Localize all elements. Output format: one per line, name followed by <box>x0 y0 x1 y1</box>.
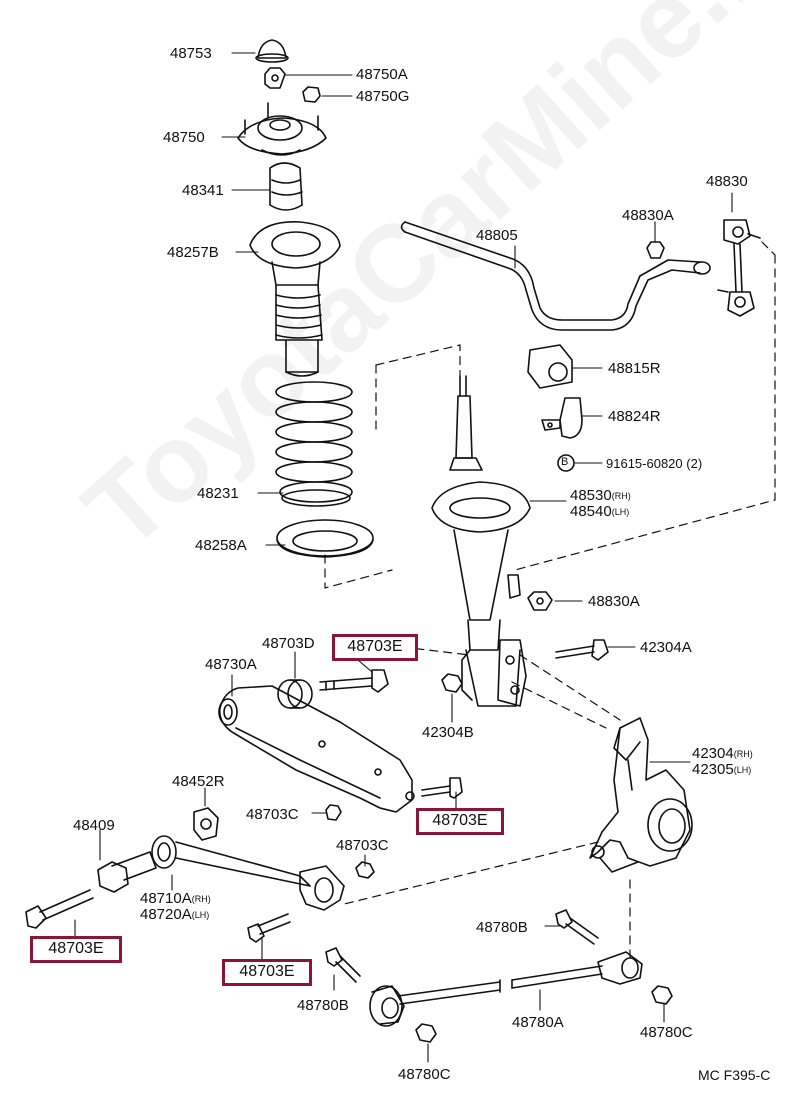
lateral-arm-48710A <box>151 835 345 911</box>
lower-spring-insulator <box>276 519 374 558</box>
bushing-48703D <box>277 679 313 709</box>
washer-48409 <box>97 851 157 893</box>
stabilizer-bracket <box>541 397 583 439</box>
label-48409: 48409 <box>73 817 115 834</box>
label-48780C-left: 48780C <box>398 1066 451 1083</box>
label-42305: 42305(LH) <box>692 761 752 778</box>
label-48780C-right: 48780C <box>640 1024 693 1041</box>
label-48780A: 48780A <box>512 1014 564 1031</box>
label-48815R: 48815R <box>608 360 661 377</box>
nut-48750G <box>302 86 321 103</box>
dust-boot <box>275 284 323 377</box>
nut-48830A-top <box>646 241 665 259</box>
label-48703D: 48703D <box>262 635 315 652</box>
label-48830A-mid: 48830A <box>588 593 640 610</box>
stabilizer-bar <box>400 221 711 331</box>
stabilizer-link <box>717 219 761 317</box>
bump-stopper <box>269 162 303 211</box>
label-48258A: 48258A <box>195 537 247 554</box>
rod-48780A <box>369 951 643 1027</box>
label-42304: 42304(RH) <box>692 745 753 762</box>
label-48730A: 48730A <box>205 656 257 673</box>
label-48750A: 48750A <box>356 66 408 83</box>
bolt-48703E-mid <box>421 777 463 799</box>
bolt-48703E-left <box>25 889 94 929</box>
label-42304A: 42304A <box>640 639 692 656</box>
nut-48703C-b <box>355 861 375 879</box>
stabilizer-bushing <box>527 344 573 389</box>
upper-spring-seat <box>249 221 341 286</box>
label-48780B-right: 48780B <box>476 919 528 936</box>
label-42304B: 42304B <box>422 724 474 741</box>
label-48257B: 48257B <box>167 244 219 261</box>
label-48703C-a: 48703C <box>246 806 299 823</box>
label-48750G: 48750G <box>356 88 410 105</box>
nut-48703C-a <box>325 804 342 821</box>
diagram-code: MC F395-C <box>698 1067 771 1083</box>
label-48805: 48805 <box>476 227 518 244</box>
coil-spring <box>275 381 353 507</box>
bolt-42304A <box>555 639 609 661</box>
label-48540: 48540(LH) <box>570 503 630 520</box>
lateral-arm-48730A <box>218 685 415 813</box>
dashed-assembly-lines <box>324 241 776 963</box>
strut-mount <box>237 102 327 156</box>
bolt-48703E-top <box>319 669 389 693</box>
nut-42304B <box>441 673 463 693</box>
label-48720A: 48720A(LH) <box>140 906 210 923</box>
bolt-48780B-left <box>325 947 361 983</box>
nut-48780C-left <box>415 1023 437 1043</box>
label-48780B-left: 48780B <box>297 997 349 1014</box>
bushing-48452R <box>193 807 219 841</box>
label-48830: 48830 <box>706 173 748 190</box>
label-48830A-top: 48830A <box>622 207 674 224</box>
highlight-48703E-mid[interactable]: 48703E <box>416 808 504 835</box>
bolt-48780B-right <box>555 909 599 945</box>
highlight-48703E-center[interactable]: 48703E <box>222 959 312 986</box>
label-48710A: 48710A(RH) <box>140 890 211 907</box>
mount-cap <box>255 39 289 63</box>
leader-lines <box>74 52 733 1063</box>
bolt-48703E-center <box>247 913 291 943</box>
shock-absorber <box>431 375 531 707</box>
label-48530: 48530(RH) <box>570 487 631 504</box>
highlight-48703E-left[interactable]: 48703E <box>30 936 122 963</box>
label-48703C-b: 48703C <box>336 837 389 854</box>
label-48341: 48341 <box>182 182 224 199</box>
highlight-48703E-top[interactable]: 48703E <box>332 634 418 661</box>
bolt-symbol <box>557 454 575 472</box>
label-48750: 48750 <box>163 129 205 146</box>
label-48452R: 48452R <box>172 773 225 790</box>
label-48824R: 48824R <box>608 408 661 425</box>
label-48753: 48753 <box>170 45 212 62</box>
steering-knuckle <box>589 717 693 873</box>
nut-48750A <box>264 67 286 89</box>
nut-48780C-right <box>651 985 673 1005</box>
nut-48830A-mid <box>527 591 553 611</box>
label-91615-60820: 91615-60820 (2) <box>606 456 703 471</box>
bolt-symbol-letter: B <box>561 456 569 468</box>
label-48231: 48231 <box>197 485 239 502</box>
